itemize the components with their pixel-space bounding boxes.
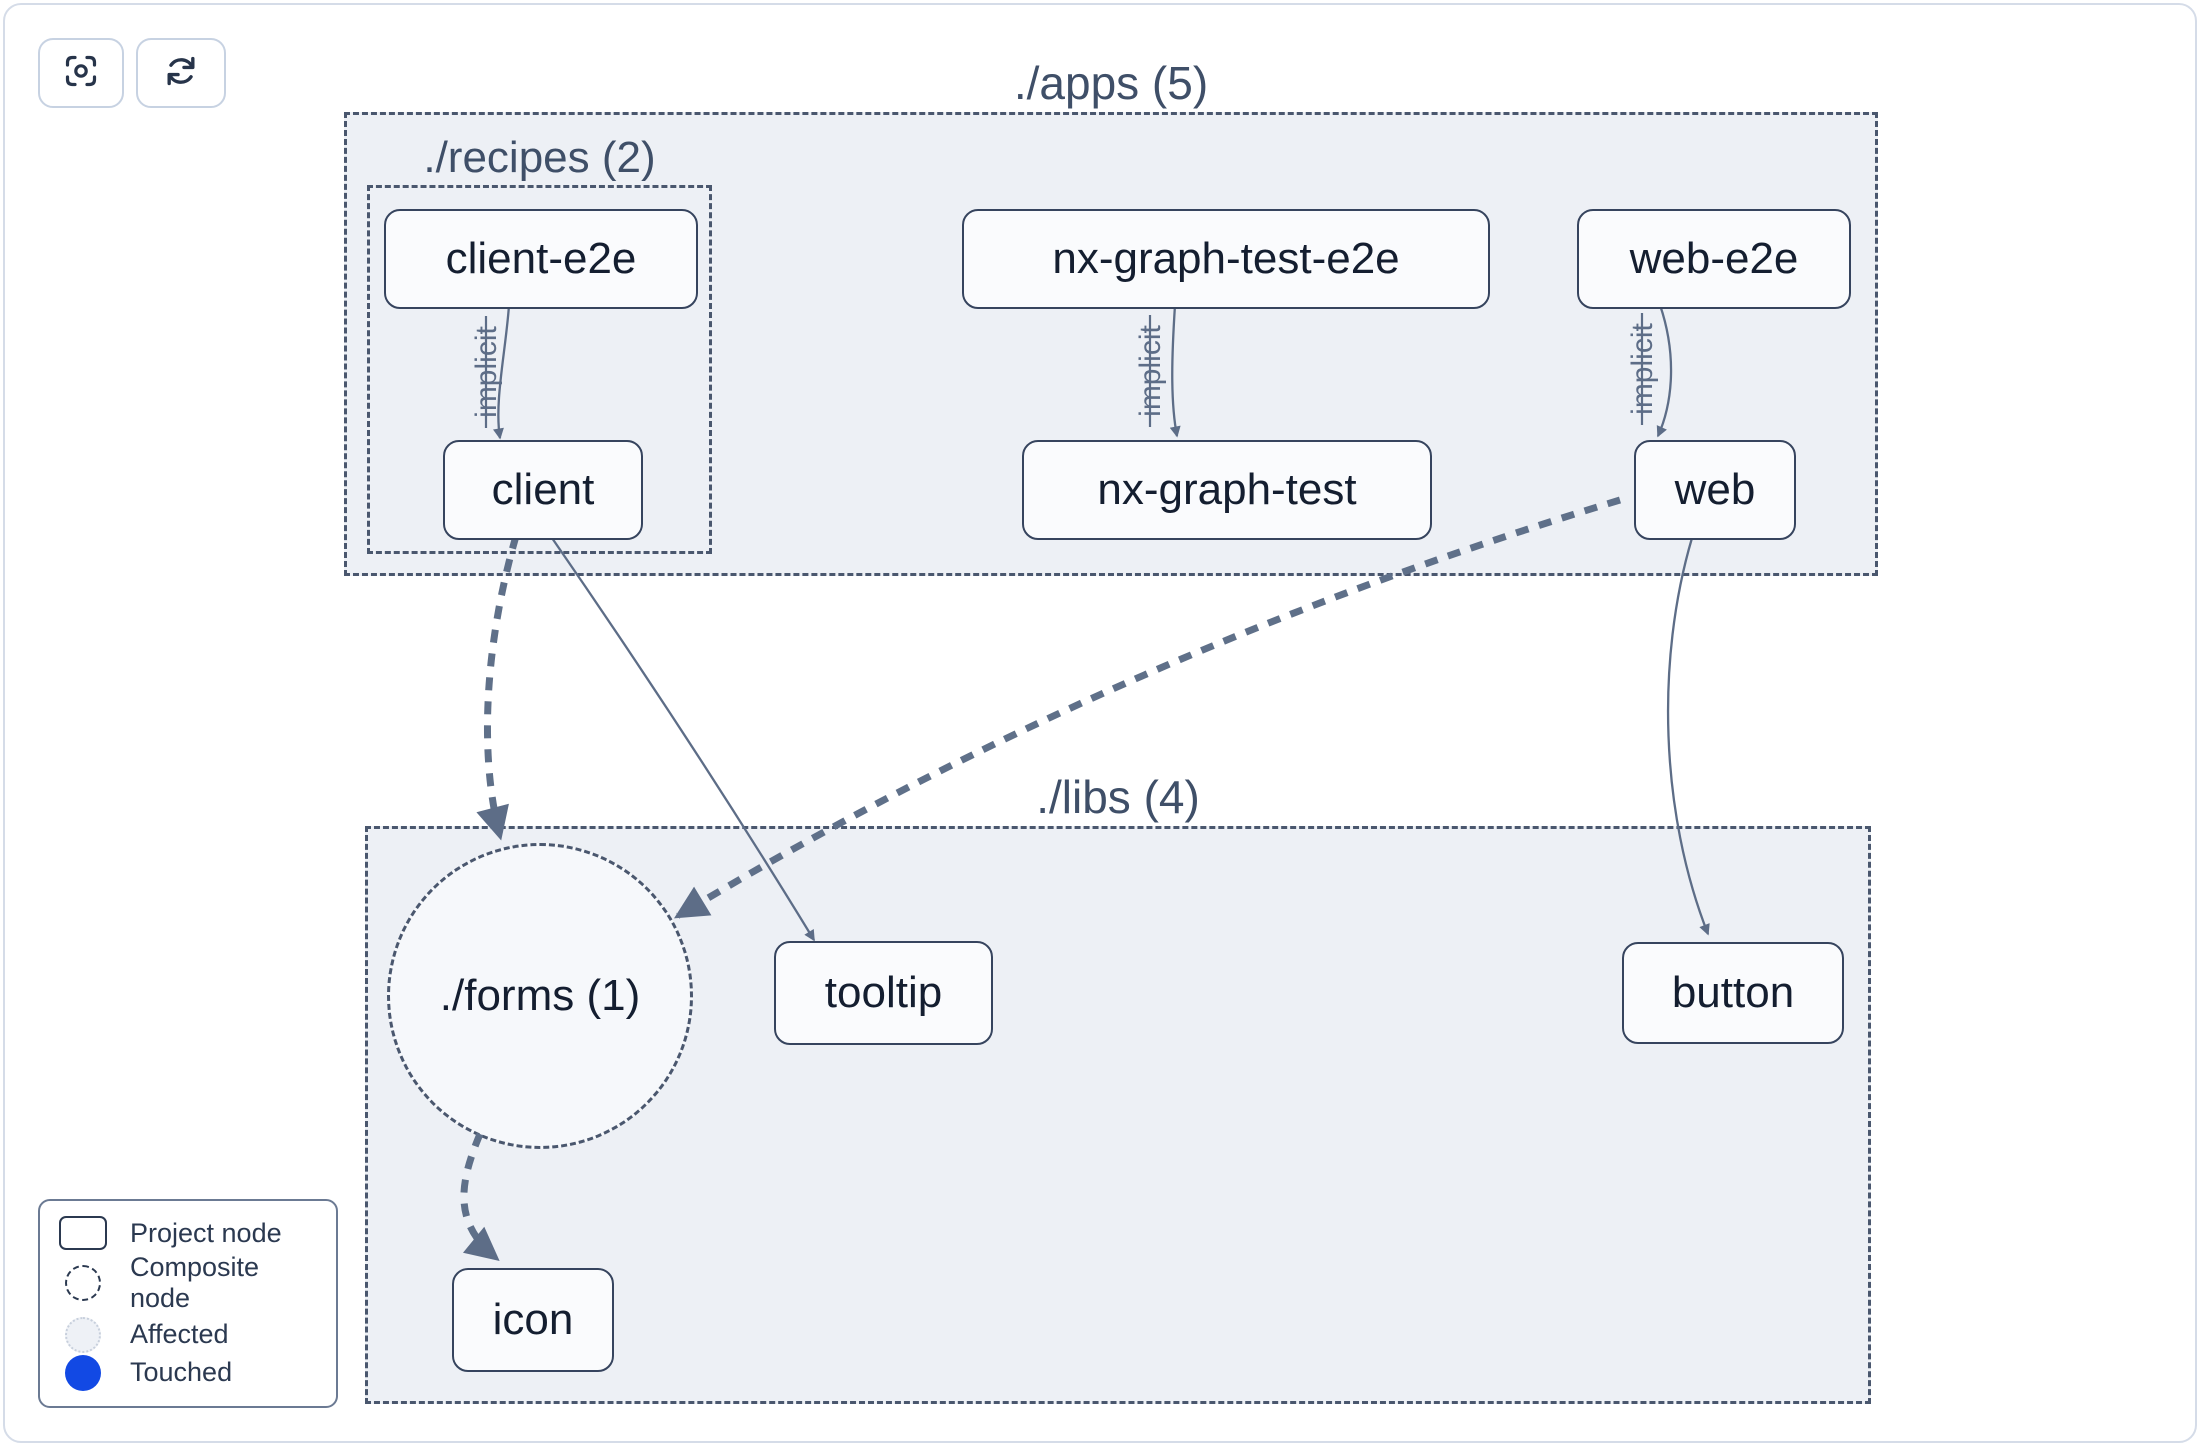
project-node-icon[interactable]: icon: [452, 1268, 614, 1372]
edge-web-e2e-to-web[interactable]: [1656, 304, 1673, 438]
legend-row-touched: Touched: [50, 1354, 326, 1391]
focus-icon: [63, 53, 99, 94]
legend-label: Affected: [130, 1319, 229, 1350]
refresh-icon: [162, 52, 200, 95]
center-graph-button[interactable]: [38, 38, 124, 108]
project-node-tooltip[interactable]: tooltip: [774, 941, 993, 1045]
project-node-web[interactable]: web: [1634, 440, 1796, 540]
edge-web-to-button[interactable]: [1666, 537, 1710, 936]
legend-row-project-node: Project node: [50, 1216, 326, 1251]
composite-node-forms[interactable]: ./forms (1): [387, 843, 693, 1149]
edge-web-to-forms[interactable]: [673, 496, 1622, 919]
project-node-nx-graph-test[interactable]: nx-graph-test: [1022, 440, 1432, 540]
legend-label: Project node: [130, 1217, 282, 1248]
edge-client-e2e-to-client[interactable]: [492, 304, 511, 440]
project-node-button[interactable]: button: [1622, 942, 1844, 1044]
refresh-graph-button[interactable]: [136, 38, 226, 108]
composite-node-swatch: [65, 1265, 101, 1302]
edge-client-to-tooltip[interactable]: [551, 537, 815, 942]
project-node-client[interactable]: client: [443, 440, 643, 540]
legend-label: Composite node: [130, 1252, 260, 1314]
group-recipes[interactable]: ./recipes (2): [367, 133, 712, 554]
composite-node-forms-label: ./forms (1): [439, 971, 641, 1020]
legend-row-composite-node: Composite node: [50, 1252, 326, 1314]
project-node-swatch: [59, 1216, 107, 1251]
canvas-frame: [3, 3, 2197, 1443]
group-recipes-label: ./recipes (2): [423, 133, 656, 182]
group-libs-label: ./libs (4): [1036, 771, 1200, 823]
project-node-web-e2e[interactable]: web-e2e: [1577, 209, 1851, 309]
group-apps-label: ./apps (5): [1013, 57, 1209, 109]
touched-swatch: [65, 1354, 101, 1391]
project-node-nx-graph-test-e2e[interactable]: nx-graph-test-e2e: [962, 209, 1490, 309]
project-node-client-e2e[interactable]: client-e2e: [384, 209, 698, 309]
edge-client-to-forms[interactable]: [476, 535, 520, 841]
affected-swatch: [65, 1316, 101, 1353]
edge-nx-graph-test-e2e-to-nx-graph-test[interactable]: [1169, 304, 1181, 438]
legend-label: Touched: [130, 1357, 233, 1388]
legend-row-affected: Affected: [50, 1316, 326, 1353]
legend: Project node Composite node Affected Tou…: [38, 1199, 338, 1408]
